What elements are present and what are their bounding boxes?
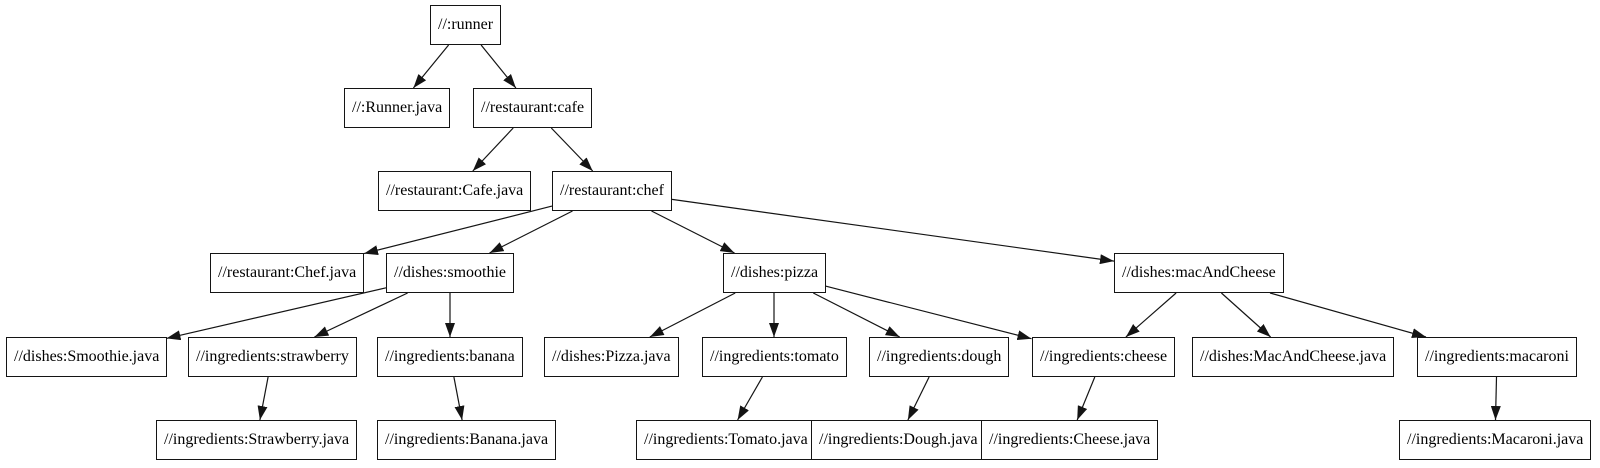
edge-smoothie-to-strawberry	[314, 292, 408, 338]
graph-node-runner: //:runner	[430, 5, 502, 45]
edge-dough-to-dough_java	[907, 376, 930, 421]
graph-node-pizza: //dishes:pizza	[723, 253, 827, 293]
edge-chef-to-macandcheese	[671, 198, 1115, 265]
graph-node-cafe: //restaurant:cafe	[473, 88, 593, 128]
graph-node-macaroni: //ingredients:macaroni	[1417, 337, 1577, 377]
graph-node-dough_java: //ingredients:Dough.java	[811, 420, 986, 460]
edge-pizza-to-pizza_java	[649, 292, 736, 338]
edge-smoothie-to-smoothie_java	[166, 287, 387, 341]
graph-node-runner_java: //:Runner.java	[344, 88, 451, 128]
graph-node-tomato: //ingredients:tomato	[702, 337, 847, 377]
graph-node-cheese: //ingredients:cheese	[1032, 337, 1176, 377]
graph-node-smoothie: //dishes:smoothie	[386, 253, 514, 293]
graph-node-smoothie_java: //dishes:Smoothie.java	[6, 337, 168, 377]
edge-pizza-to-cheese	[825, 285, 1032, 341]
graph-node-pizza_java: //dishes:Pizza.java	[544, 337, 679, 377]
edge-chef-to-smoothie	[489, 210, 573, 254]
edge-macaroni-to-macaroni_java	[1490, 376, 1501, 421]
edge-cafe-to-cafe_java	[472, 127, 514, 172]
edge-cafe-to-chef	[550, 127, 594, 172]
edge-tomato-to-tomato_java	[737, 376, 763, 421]
graph-node-macandcheese_java: //dishes:MacAndCheese.java	[1192, 337, 1395, 377]
edge-runner-to-cafe	[480, 44, 517, 89]
graph-node-cafe_java: //restaurant:Cafe.java	[378, 171, 532, 211]
graph-node-tomato_java: //ingredients:Tomato.java	[636, 420, 816, 460]
edge-pizza-to-dough	[813, 292, 900, 338]
edge-runner-to-runner_java	[412, 44, 450, 89]
edge-strawberry-to-strawberry_java	[257, 376, 269, 421]
edge-cheese-to-cheese_java	[1076, 376, 1096, 421]
edge-macandcheese-to-macandcheese_java	[1221, 292, 1271, 338]
graph-node-dough: //ingredients:dough	[869, 337, 1010, 377]
graph-node-chef_java: //restaurant:Chef.java	[210, 253, 365, 293]
edge-macandcheese-to-cheese	[1125, 292, 1177, 338]
edge-chef-to-chef_java	[363, 205, 553, 256]
graph-node-macaroni_java: //ingredients:Macaroni.java	[1399, 420, 1592, 460]
edge-banana-to-banana_java	[453, 376, 465, 421]
graph-node-macandcheese: //dishes:macAndCheese	[1114, 253, 1284, 293]
graph-node-chef: //restaurant:chef	[552, 171, 672, 211]
graph-node-cheese_java: //ingredients:Cheese.java	[981, 420, 1159, 460]
graph-node-banana_java: //ingredients:Banana.java	[377, 420, 557, 460]
edge-chef-to-pizza	[651, 210, 735, 254]
edge-macandcheese-to-macaroni	[1269, 292, 1427, 339]
graph-node-strawberry: //ingredients:strawberry	[188, 337, 357, 377]
graph-node-banana: //ingredients:banana	[377, 337, 523, 377]
graph-node-strawberry_java: //ingredients:Strawberry.java	[156, 420, 358, 460]
